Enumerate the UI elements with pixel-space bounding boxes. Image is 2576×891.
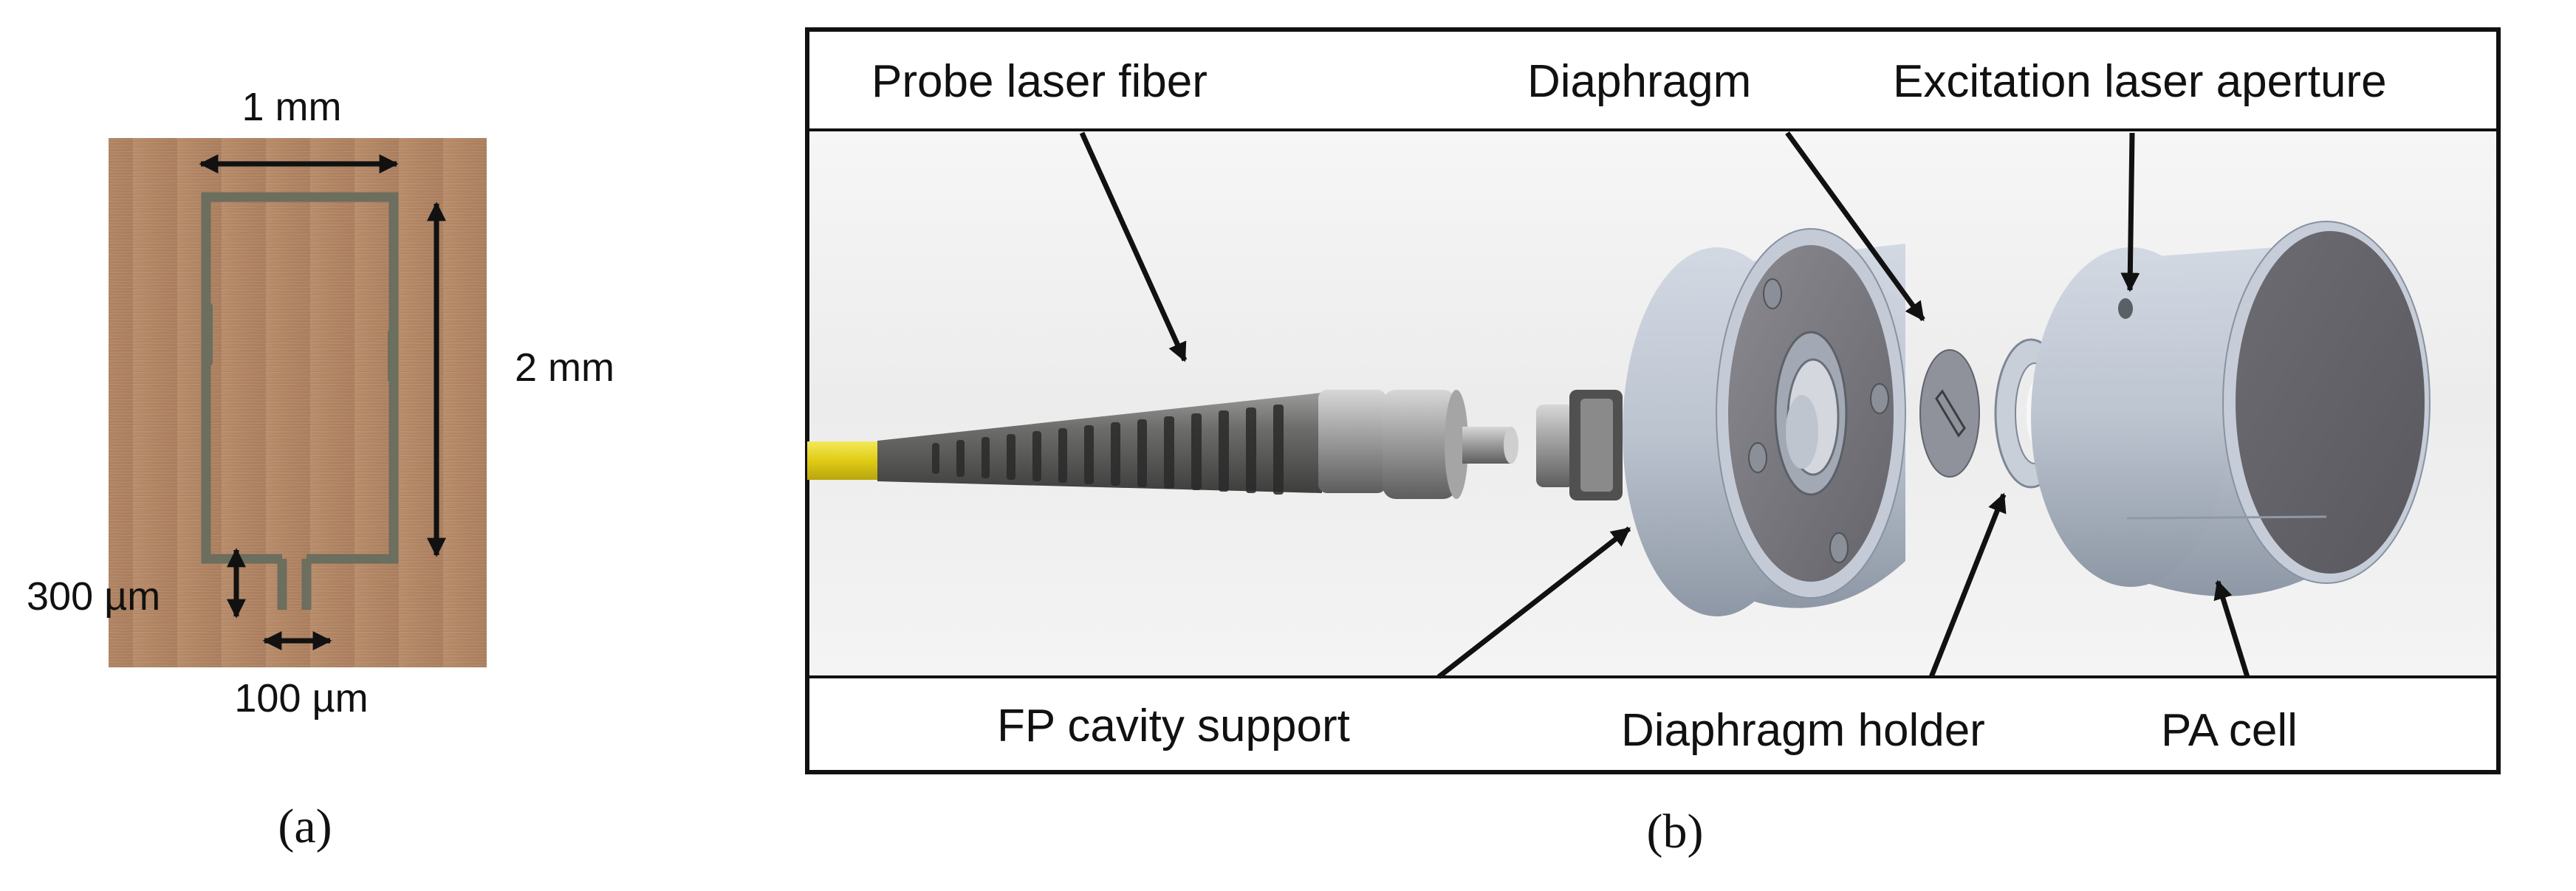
pointer-arrows bbox=[1079, 131, 2250, 679]
adapter-ring bbox=[1536, 405, 1575, 487]
neck-length-label: 300 µm bbox=[27, 574, 160, 619]
ferrule bbox=[1462, 427, 1511, 464]
width-label: 1 mm bbox=[242, 85, 342, 129]
panel-a-caption: (a) bbox=[278, 799, 332, 853]
diaphragm-holder-label: Diaphragm holder bbox=[1621, 705, 1985, 756]
boot-slots bbox=[932, 405, 1284, 495]
trace-bumps bbox=[202, 303, 398, 383]
excitation-aperture-hole bbox=[2118, 298, 2133, 319]
diaphragm-label: Diaphragm bbox=[1527, 56, 1751, 107]
antenna-trace bbox=[201, 192, 399, 610]
probe-laser-fiber-label: Probe laser fiber bbox=[871, 56, 1208, 107]
pa-cell-part bbox=[2031, 221, 2431, 596]
panel-b-frame bbox=[805, 27, 2501, 774]
excitation-laser-aperture-label: Excitation laser aperture bbox=[1893, 56, 2387, 107]
connector-nut bbox=[1383, 390, 1456, 499]
diaphragm-part bbox=[1919, 349, 1980, 478]
fp-cavity-support-label: FP cavity support bbox=[997, 701, 1350, 751]
neck-width-label: 100 µm bbox=[234, 676, 368, 720]
copper-substrate-photo bbox=[109, 138, 487, 667]
connector-body bbox=[1318, 390, 1386, 493]
panel-b-caption: (b) bbox=[1647, 805, 1704, 859]
holder-arrow bbox=[1928, 492, 2007, 678]
fp-support-arrow bbox=[1436, 526, 1631, 679]
aperture-arrow bbox=[2120, 132, 2140, 292]
diaphragm-arrow bbox=[1785, 131, 1925, 322]
panel-b: Probe laser fiber Diaphragm Excitation l… bbox=[805, 27, 2501, 859]
fp-cavity-support-part bbox=[1623, 228, 1906, 616]
pa-cell-arrow bbox=[2213, 579, 2250, 678]
probe-fiber-arrow bbox=[1079, 131, 1188, 362]
height-label: 2 mm bbox=[515, 345, 614, 390]
pa-cell-label: PA cell bbox=[2161, 705, 2298, 756]
probe-fiber-assembly bbox=[807, 390, 1623, 500]
mounting-holes bbox=[1748, 278, 1889, 563]
panel-a: 1 mm 2 mm 300 µm 100 µm (a) bbox=[27, 85, 614, 853]
